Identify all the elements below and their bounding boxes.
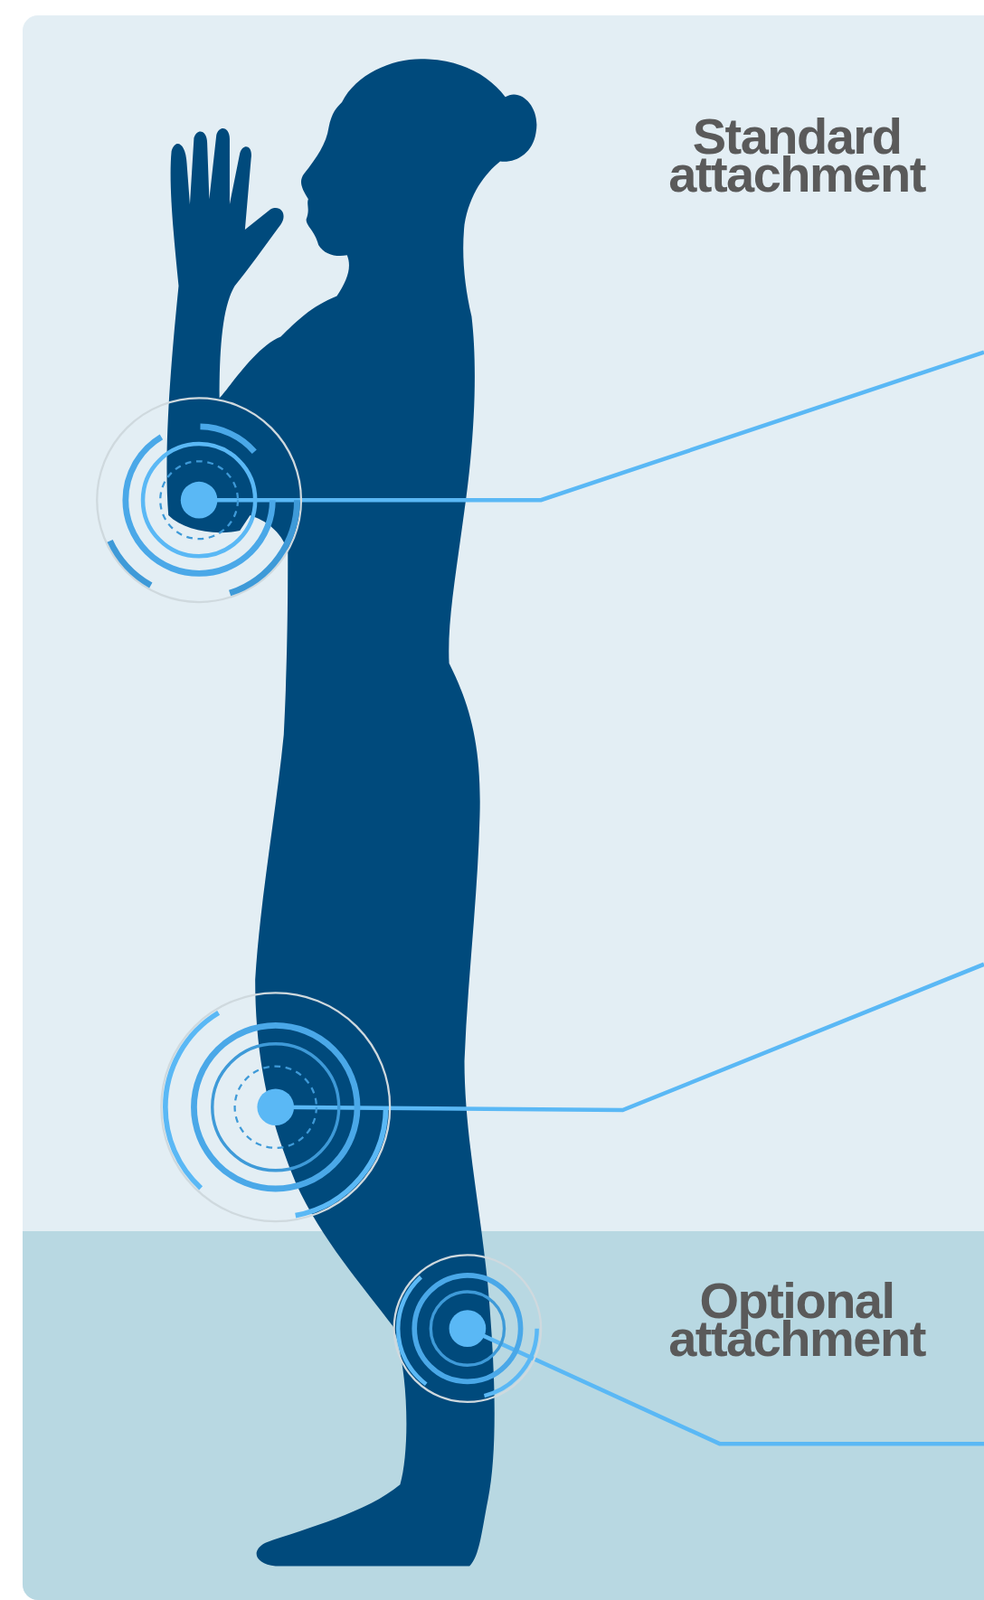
section-label: Standard attachment	[647, 117, 947, 194]
woman-silhouette	[166, 58, 537, 1567]
sensor-target	[96, 397, 302, 603]
leader-line	[467, 1329, 984, 1446]
sensor-target	[394, 1255, 542, 1403]
sensor-target	[160, 993, 390, 1222]
leader-line	[275, 965, 984, 1111]
panel-background: Standard attachmentOptional attachment	[22, 15, 984, 1600]
leader-line	[198, 352, 984, 502]
section-label: Optional attachment	[647, 1282, 947, 1359]
